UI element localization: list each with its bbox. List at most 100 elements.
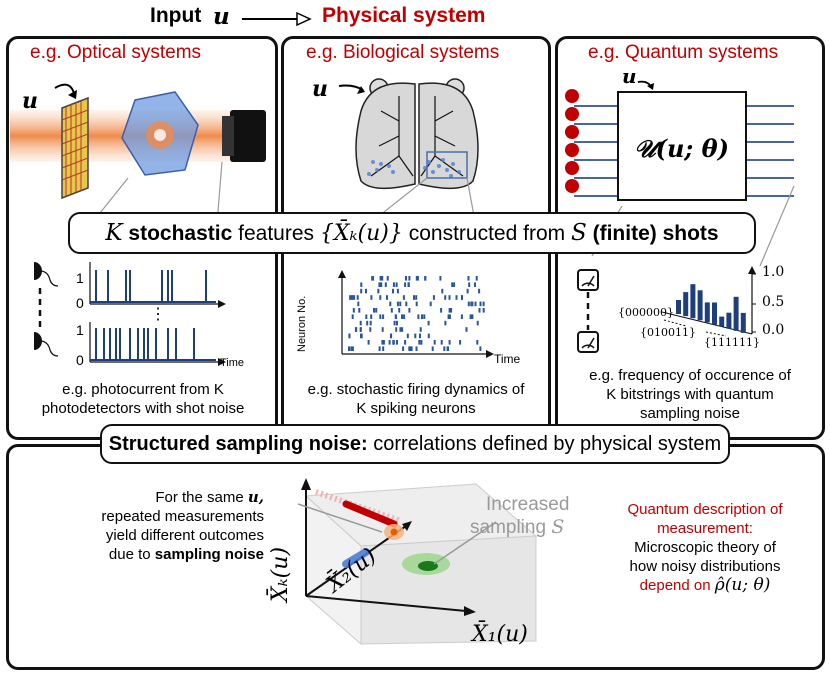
banner-constructed: constructed from	[408, 222, 566, 245]
raster-spike	[478, 288, 481, 294]
histogram-bar	[704, 302, 710, 323]
raster-spike	[396, 340, 398, 345]
raster-spike	[461, 295, 463, 300]
raster-spike	[431, 346, 434, 351]
banner-k: K	[105, 220, 123, 246]
raster-spike	[365, 314, 368, 319]
banner-feature-set: {X̄ₖ(u)}	[319, 221, 403, 246]
quantum-caption: e.g. frequency of occurence of K bitstri…	[558, 366, 822, 423]
raster-spike	[352, 308, 355, 313]
histogram-bar	[697, 290, 703, 321]
raster-spike	[382, 340, 385, 345]
raster-spike	[392, 340, 395, 345]
raster-spike	[467, 276, 470, 281]
bitstring-histogram	[577, 266, 756, 353]
raster-spike	[476, 340, 479, 345]
photodetector-icon	[34, 332, 59, 357]
raster-spike	[379, 276, 382, 281]
raster-spike	[403, 314, 406, 319]
sampling-noise-text: For the same u, repeated measurements yi…	[14, 488, 264, 564]
raster-spike	[395, 327, 398, 332]
histogram-bar	[719, 316, 725, 327]
trace-time-label: Time	[220, 357, 245, 369]
raster-spike	[419, 327, 422, 332]
raster-spike	[451, 282, 454, 287]
quantum-title: e.g. Quantum systems	[588, 42, 779, 63]
optical-caption-line2: photodetectors with shot noise	[41, 400, 245, 417]
raster-spike	[369, 327, 372, 332]
raster-spike	[417, 314, 420, 319]
raster-spike	[418, 340, 421, 345]
raster-spike	[369, 320, 372, 326]
raster-spike	[366, 320, 369, 326]
raster-spike	[420, 340, 423, 345]
raster-spike	[446, 346, 449, 351]
banner-features: features	[238, 222, 315, 245]
raster-spike	[460, 314, 463, 319]
hist-tick-mid: 0.5	[762, 294, 785, 310]
raster-spike	[474, 282, 476, 287]
features-banner: K stochastic features {X̄ₖ(u)} construct…	[68, 212, 756, 254]
input-symbol: u	[213, 3, 230, 30]
raster-spike	[381, 340, 384, 345]
biological-title: e.g. Biological systems	[306, 42, 500, 63]
raster-spike	[465, 327, 468, 332]
optical-title: e.g. Optical systems	[30, 42, 202, 63]
raster-spike	[406, 333, 409, 339]
raster-spike	[396, 320, 398, 326]
trace-dots: ⋮	[150, 306, 166, 323]
noise-banner: Structured sampling noise: correlations …	[100, 424, 730, 464]
sampling-label: sampling S	[470, 516, 564, 539]
raster-spike	[399, 327, 402, 332]
raster-spike	[353, 295, 356, 300]
raster-spike	[468, 282, 471, 287]
raster-spike	[479, 346, 482, 351]
raster-spike	[413, 295, 415, 300]
header: Input u Physical system	[150, 3, 670, 34]
raster-spike	[415, 301, 418, 307]
raster-spike	[398, 308, 401, 313]
quantum-caption-line2: K bitstrings with quantum	[606, 386, 774, 403]
raster-spike	[409, 346, 412, 351]
trace1-tick-0: 0	[76, 295, 84, 311]
raster-spike	[416, 276, 419, 281]
increased-label: Increased	[486, 494, 570, 515]
raster-spike	[379, 314, 382, 319]
raster-spike	[447, 314, 450, 319]
raster-spike	[370, 314, 373, 319]
raster-spike	[444, 320, 447, 326]
raster-spike	[401, 314, 403, 319]
optical-caption: e.g. photocurrent from K photodetectors …	[10, 380, 276, 418]
raster-spike	[356, 295, 359, 300]
raster-spike	[423, 314, 426, 319]
raster-spike	[443, 346, 446, 351]
optical-illustration	[10, 83, 266, 249]
raster-spike	[404, 282, 407, 287]
raster-spike	[396, 288, 399, 294]
raster-spike	[355, 327, 358, 332]
raster-spike	[399, 301, 402, 307]
raster-spike	[392, 282, 395, 287]
raster-spike	[453, 282, 456, 287]
arrow-right-icon	[242, 11, 312, 27]
raster-spike	[471, 301, 474, 307]
raster-spike	[471, 314, 474, 319]
trace2-tick-0: 0	[76, 352, 84, 368]
raster-spike	[390, 308, 393, 313]
raster-spike	[415, 346, 418, 351]
quantum-circuit	[565, 80, 795, 267]
raster-spike	[348, 333, 351, 339]
raster-spike	[367, 340, 370, 345]
right-text-2: how noisy distributions	[629, 558, 781, 575]
raster-spike	[415, 276, 418, 281]
raster-spike	[401, 327, 404, 332]
bitstring-label-2: {010011}	[640, 326, 696, 339]
raster-spike	[359, 327, 362, 332]
raster-spike	[351, 314, 354, 319]
raster-spike	[386, 295, 388, 300]
histogram-bar	[690, 284, 696, 319]
raster-spike	[475, 276, 478, 281]
raster-spike	[470, 301, 473, 307]
raster-spike	[414, 333, 417, 339]
axis-x-label: X̄₁(u)	[472, 622, 528, 647]
